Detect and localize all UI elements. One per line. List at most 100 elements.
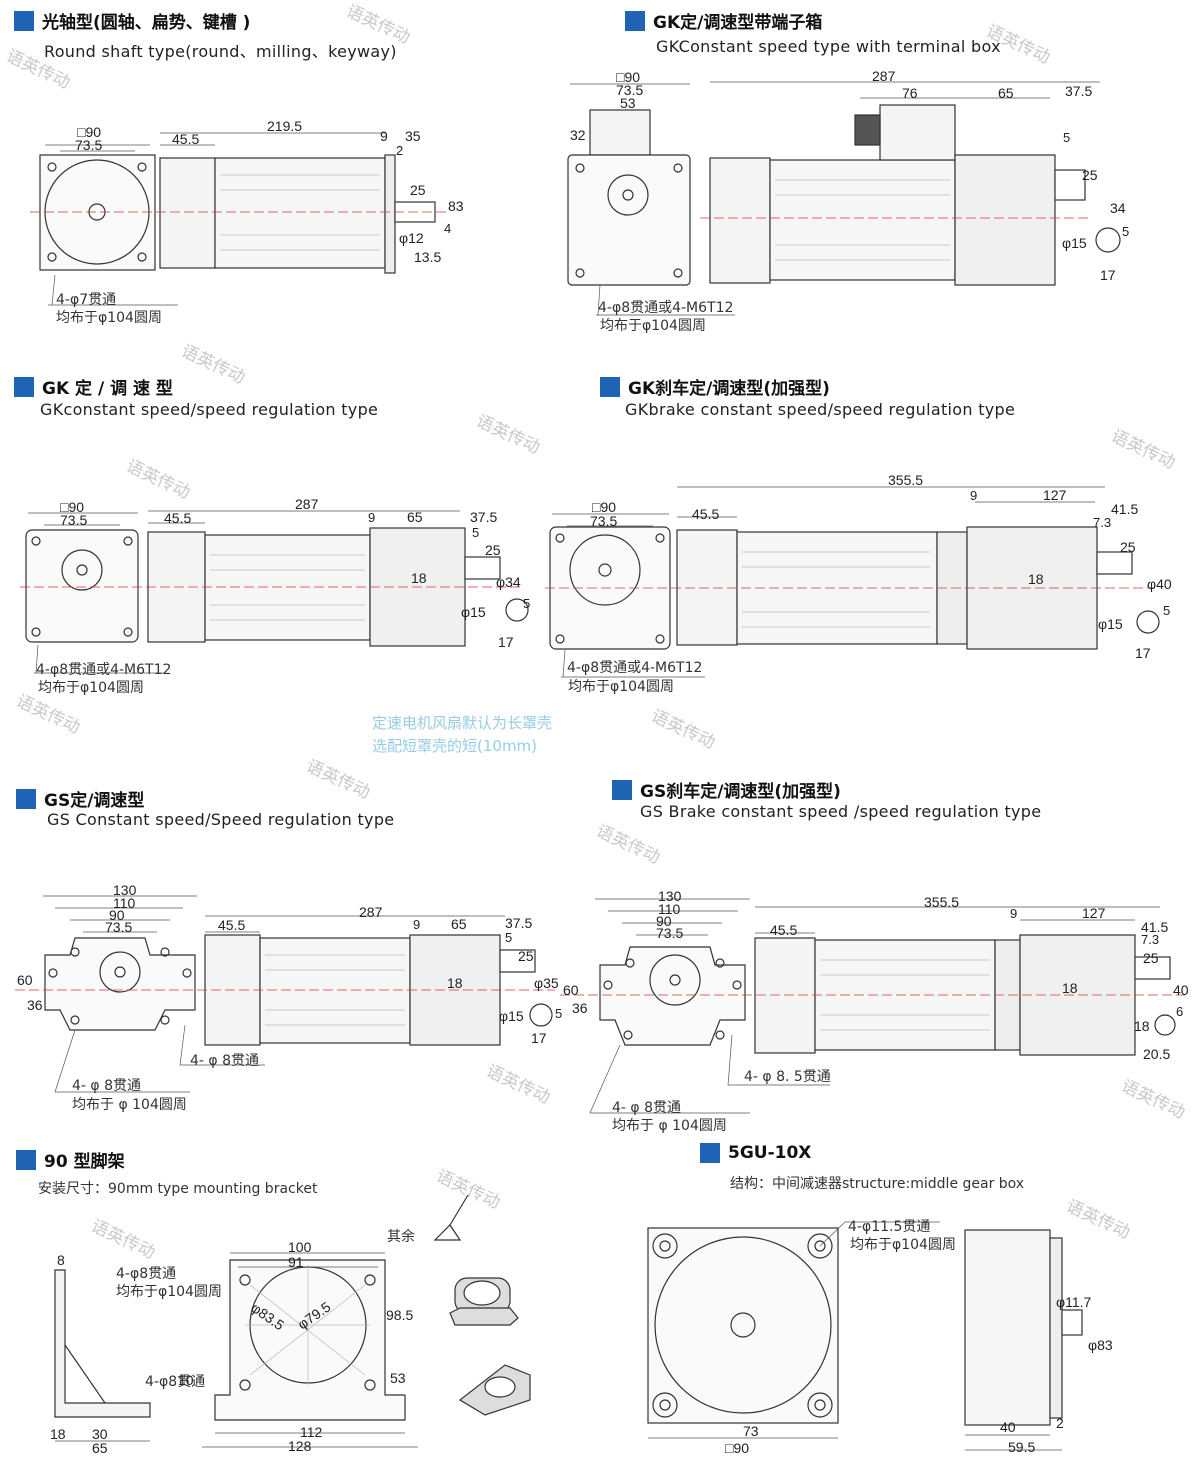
svg-text:5: 5	[1063, 130, 1070, 145]
bracket-hole-note: 4-φ8贯通	[116, 1266, 177, 1282]
round-shaft-title-en: Round shaft type(round、milling、keyway)	[44, 42, 397, 61]
gk-terminal-title-en: GKConstant speed type with terminal box	[656, 37, 1001, 56]
svg-text:18: 18	[1134, 1018, 1150, 1034]
svg-text:45.5: 45.5	[164, 510, 191, 526]
svg-text:6: 6	[1176, 1004, 1183, 1019]
svg-text:25: 25	[1082, 167, 1098, 183]
gk-brake-hole-note-2: 均布于φ104圆周	[568, 679, 674, 695]
gs-brake-hole-note-2: 均布于 φ 104圆周	[612, 1118, 727, 1134]
svg-text:287: 287	[295, 496, 319, 512]
svg-text:φ40: φ40	[1147, 576, 1172, 592]
gs-hole-note: 4- φ 8贯通	[72, 1078, 142, 1094]
svg-text:83: 83	[448, 198, 464, 214]
svg-text:φ15: φ15	[1098, 616, 1123, 632]
gearbox-drawing: 73 □90 φ11.7 φ83 40 2 59.5	[647, 1221, 1113, 1456]
svg-text:30: 30	[92, 1426, 108, 1442]
bracket-header: 90 型脚架	[16, 1147, 125, 1172]
svg-text:17: 17	[531, 1030, 547, 1046]
svg-text:18: 18	[447, 975, 463, 991]
svg-text:45.5: 45.5	[172, 131, 199, 147]
gs-brake-drawing: 130 110 90 73.5 60 36 45.5 355.5 9 127 4…	[560, 888, 1189, 1114]
round-shaft-drawing: □90 73.5 45.5 219.5 9 35 2 25 83 φ12 4 1…	[30, 118, 464, 306]
section-marker-icon	[14, 376, 34, 397]
svg-text:90: 90	[656, 913, 672, 929]
gk-terminal-hole-note: 4-φ8贯通或4-M6T12	[598, 300, 734, 316]
svg-text:130: 130	[113, 882, 137, 898]
gk-terminal-hole-note-2: 均布于φ104圆周	[600, 318, 706, 334]
gs-brake-title-en: GS Brake constant speed /speed regulatio…	[640, 802, 1042, 821]
svg-text:36: 36	[572, 1000, 588, 1016]
gs-brake-hole-note: 4- φ 8贯通	[612, 1100, 682, 1116]
svg-text:40: 40	[1173, 982, 1189, 998]
svg-text:φ34: φ34	[496, 574, 521, 590]
gs-title-zh: GS定/调速型	[44, 791, 145, 811]
svg-text:91: 91	[288, 1254, 304, 1270]
svg-text:73.5: 73.5	[60, 512, 87, 528]
gearbox-hole-note-2: 均布于φ104圆周	[850, 1237, 956, 1253]
gearbox-header: 5GU-10X	[700, 1143, 811, 1163]
svg-text:37.5: 37.5	[1065, 83, 1092, 99]
svg-text:7.3: 7.3	[1141, 932, 1159, 947]
svg-text:37.5: 37.5	[505, 915, 532, 931]
svg-text:φ83: φ83	[1088, 1337, 1113, 1353]
svg-text:5: 5	[472, 525, 479, 540]
gk-brake-header: GK刹车定/调速型(加强型)	[600, 374, 830, 399]
section-marker-icon	[625, 10, 645, 31]
svg-text:98.5: 98.5	[386, 1307, 413, 1323]
round-shaft-header: 光轴型(圆轴、扁势、键槽 )	[14, 8, 250, 33]
svg-text:35: 35	[405, 128, 421, 144]
svg-text:□90: □90	[592, 499, 616, 515]
svg-text:10: 10	[178, 1372, 194, 1388]
round-shaft-hole-note-2: 均布于φ104圆周	[56, 310, 162, 326]
svg-text:4: 4	[444, 221, 451, 236]
bracket-hole-note-3: 4-φ8贯通	[145, 1374, 206, 1390]
gk-terminal-drawing: □90 73.5 53 32 287 76 65 37.5 5 25 34 φ1…	[567, 68, 1129, 316]
svg-text:112: 112	[300, 1424, 323, 1440]
gk-hole-note-2: 均布于φ104圆周	[38, 680, 144, 696]
svg-text:65: 65	[407, 509, 423, 525]
svg-text:355.5: 355.5	[888, 472, 923, 488]
section-marker-icon	[612, 779, 632, 800]
gearbox-subtitle: 结构：中间减速器structure:middle gear box	[730, 1176, 1025, 1192]
gearbox-hole-note: 4-φ11.5贯通	[848, 1219, 931, 1235]
svg-text:□90: □90	[616, 69, 640, 85]
svg-text:127: 127	[1043, 487, 1067, 503]
svg-text:13.5: 13.5	[414, 249, 441, 265]
svg-text:5: 5	[1163, 603, 1170, 618]
svg-text:9: 9	[380, 128, 388, 144]
svg-text:65: 65	[92, 1440, 108, 1456]
svg-text:110: 110	[658, 901, 681, 917]
svg-text:5: 5	[555, 1006, 562, 1021]
svg-text:8: 8	[57, 1252, 65, 1268]
svg-text:73: 73	[743, 1423, 759, 1439]
gk-terminal-title-zh: GK定/调速型带端子箱	[653, 13, 823, 33]
gs-hole-note-a: 4- φ 8贯通	[190, 1053, 260, 1069]
gk-brake-hole-note: 4-φ8贯通或4-M6T12	[567, 660, 703, 676]
svg-text:128: 128	[288, 1438, 312, 1454]
svg-text:□90: □90	[77, 124, 101, 140]
round-shaft-title-zh: 光轴型(圆轴、扁势、键槽 )	[42, 13, 251, 33]
gk-brake-drawing: □90 73.5 45.5 355.5 9 127 41.5 7.3 25 18…	[545, 472, 1172, 678]
svg-text:219.5: 219.5	[267, 118, 302, 134]
svg-text:5: 5	[505, 930, 512, 945]
bracket-drawing: 8 10 18 30 65 100 91 φ83.5 φ79.5 98.5 53…	[50, 1194, 531, 1456]
gk-terminal-header: GK定/调速型带端子箱	[625, 8, 822, 33]
svg-text:17: 17	[1100, 267, 1116, 283]
round-shaft-hole-note: 4-φ7贯通	[56, 292, 117, 308]
svg-text:287: 287	[872, 68, 896, 84]
svg-text:76: 76	[902, 85, 918, 101]
svg-text:60: 60	[17, 972, 33, 988]
svg-text:2: 2	[396, 143, 403, 158]
gk-title-zh: GK 定 / 调 速 型	[42, 379, 173, 399]
watermark: 语英传动	[177, 341, 248, 389]
svg-text:18: 18	[1028, 571, 1044, 587]
svg-text:17: 17	[1135, 645, 1151, 661]
gs-header: GS定/调速型	[16, 786, 144, 811]
svg-text:9: 9	[970, 488, 977, 503]
section-marker-icon	[700, 1143, 720, 1163]
svg-text:45.5: 45.5	[770, 922, 797, 938]
svg-text:45.5: 45.5	[218, 917, 245, 933]
svg-text:9: 9	[413, 917, 420, 932]
gs-title-en: GS Constant speed/Speed regulation type	[47, 810, 395, 829]
section-marker-icon	[16, 788, 36, 809]
